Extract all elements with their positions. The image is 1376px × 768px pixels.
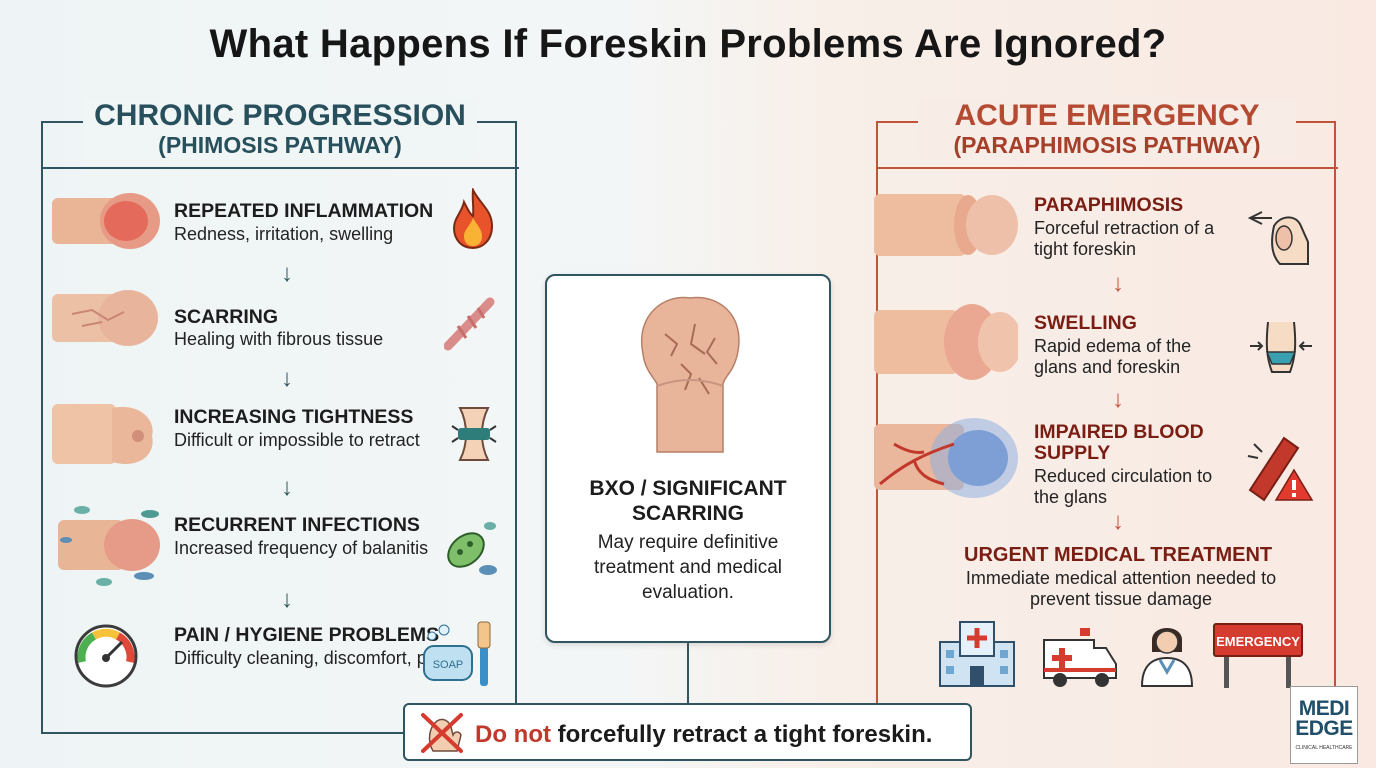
impaired-blood-supply-illustration [874, 418, 1018, 498]
emergency-sign-text: EMERGENCY [1216, 634, 1300, 649]
constriction-icon [451, 407, 497, 461]
step-desc: Redness, irritation, swelling [174, 224, 394, 244]
svg-text:SOAP: SOAP [433, 659, 464, 671]
chronic-arrow-2: ↓ [281, 365, 293, 392]
ambulance-icon [1043, 628, 1117, 687]
swelling-icon [1250, 321, 1312, 373]
step-title: PARAPHIMOSIS [1034, 194, 1184, 216]
step-desc: Difficulty cleaning, discomfort, pain [174, 648, 451, 668]
acute-arrow-1: ↓ [1112, 270, 1124, 297]
pain-gauge-icon [74, 624, 138, 688]
paraphimosis-illustration [874, 194, 1018, 256]
step-title: REPEATED INFLAMMATION [174, 200, 434, 222]
inflamed-penis-illustration [52, 193, 160, 249]
step-title: RECURRENT INFECTIONS [174, 514, 420, 536]
warning-emphasis: Do not [475, 721, 551, 748]
fire-icon [452, 188, 494, 250]
tight-foreskin-illustration [52, 404, 153, 464]
infected-penis-illustration [58, 506, 160, 586]
page-title: What Happens If Foreskin Problems Are Ig… [209, 22, 1167, 66]
chronic-panel: CHRONIC PROGRESSION (PHIMOSIS PATHWAY) [41, 99, 519, 734]
hospital-icon [939, 621, 1015, 687]
doctor-icon [1140, 628, 1194, 687]
step-desc: Reduced circulation to the glans [1034, 466, 1213, 507]
connector-line [687, 643, 689, 703]
step-title: IMPAIRED BLOOD SUPPLY [1034, 421, 1204, 464]
logo-line1: MEDI [1298, 697, 1350, 720]
scarred-penis-illustration [52, 290, 158, 346]
warning-rest: forcefully retract a tight foreskin. [550, 721, 933, 748]
step-desc: Difficult or impossible to retract [174, 430, 420, 450]
acute-heading-title: ACUTE EMERGENCY [954, 99, 1260, 132]
acute-arrow-2: ↓ [1112, 386, 1124, 413]
chronic-arrow-4: ↓ [281, 586, 293, 613]
chronic-heading: CHRONIC PROGRESSION (PHIMOSIS PATHWAY) [83, 99, 477, 159]
mediedge-logo: MEDI EDGE CLINICAL HEALTHCARE [1290, 686, 1358, 764]
no-retraction-icon [421, 713, 463, 753]
chronic-arrow-3: ↓ [281, 474, 293, 501]
soap-brush-icon: SOAP [423, 621, 491, 686]
bacteria-icon [447, 522, 497, 575]
step-desc: Rapid edema of the glans and foreskin [1034, 336, 1192, 377]
urgent-treatment-title: URGENT MEDICAL TREATMENT [964, 544, 1273, 566]
step-desc: Healing with fibrous tissue [174, 329, 384, 349]
acute-arrow-3: ↓ [1112, 508, 1124, 535]
urgent-treatment-desc: Immediate medical attention needed to pr… [965, 568, 1277, 609]
emergency-sign-icon: EMERGENCY [1213, 623, 1303, 688]
acute-heading-subtitle: (PARAPHIMOSIS PATHWAY) [953, 131, 1261, 158]
chronic-heading-title: CHRONIC PROGRESSION [94, 99, 466, 132]
bxo-card: BXO / SIGNIFICANT SCARRING May require d… [545, 274, 831, 643]
bxo-penis-illustration [640, 296, 740, 453]
scar-icon [444, 297, 495, 351]
chronic-arrow-1: ↓ [281, 260, 293, 287]
logo-line2: EDGE [1295, 717, 1353, 740]
bxo-title: BXO / SIGNIFICANT SCARRING [589, 477, 787, 525]
acute-heading: ACUTE EMERGENCY (PARAPHIMOSIS PATHWAY) [918, 99, 1296, 159]
step-desc: Increased frequency of balanitis [174, 538, 429, 558]
step-title: INCREASING TIGHTNESS [174, 406, 414, 428]
step-title: PAIN / HYGIENE PROBLEMS [174, 624, 440, 646]
warning-banner: Do not forcefully retract a tight foresk… [403, 703, 972, 761]
bxo-desc: May require definitive treatment and med… [594, 532, 782, 603]
logo-tagline: CLINICAL HEALTHCARE [1295, 745, 1353, 751]
step-title: SWELLING [1034, 312, 1137, 334]
blood-vessel-warning-icon [1247, 436, 1314, 502]
chronic-heading-subtitle: (PHIMOSIS PATHWAY) [158, 131, 402, 158]
swelling-illustration [874, 304, 1018, 380]
warning-text: Do not forcefully retract a tight foresk… [475, 721, 932, 749]
step-title: SCARRING [174, 306, 279, 328]
hand-retraction-icon [1247, 211, 1309, 265]
step-desc: Forceful retraction of a tight foreskin [1034, 218, 1215, 259]
